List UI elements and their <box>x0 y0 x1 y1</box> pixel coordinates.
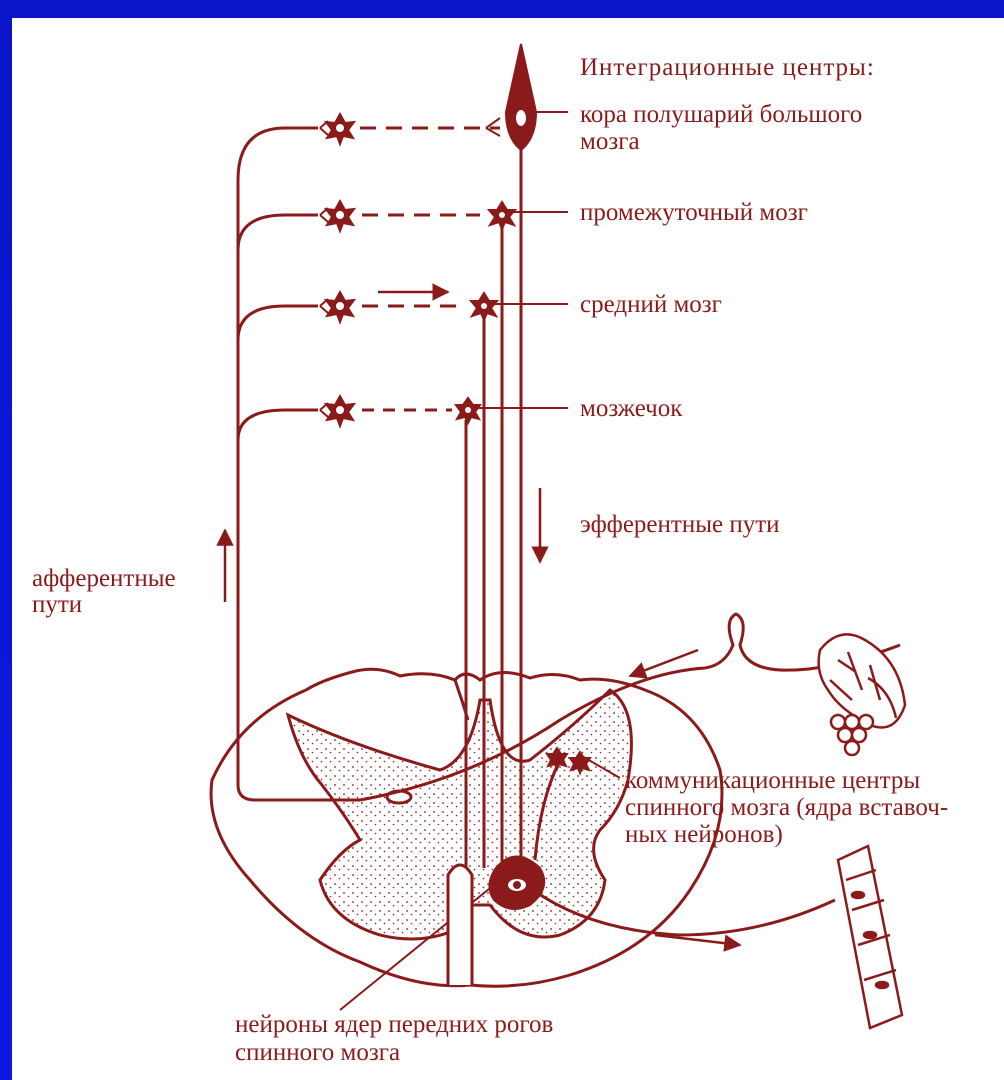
integration-neuron-midbrain <box>471 293 497 320</box>
relay-neuron-cortex <box>320 114 354 144</box>
afferent-branch-diencephalon <box>238 215 318 250</box>
relay-neuron-cerebellum <box>320 396 354 426</box>
label-cortex-line2: мозга <box>580 129 640 155</box>
arrow-sensory-in <box>630 650 698 676</box>
label-cortex-line1: кора полушарий большого <box>580 102 862 128</box>
afferent-branch-midbrain <box>238 306 318 340</box>
relay-neuron-diencephalon <box>320 201 354 231</box>
afferent-branch-cerebellum <box>238 410 318 440</box>
label-cerebellum: мозжечок <box>580 396 682 422</box>
label-communication-line3: ных нейронов) <box>625 822 783 848</box>
label-efferent-paths: эфферентные пути <box>580 512 780 538</box>
label-afferent-line2: пути <box>32 592 82 618</box>
muscle-organ <box>838 846 902 1028</box>
afferent-trunk-line <box>238 180 360 800</box>
afferent-branch-cortex <box>238 128 318 180</box>
anterior-median-fissure <box>448 865 472 985</box>
integration-centers-title: Интеграционные центры: <box>580 55 875 81</box>
relay-neuron-midbrain <box>320 292 354 322</box>
integration-neuron-cerebellum <box>456 398 480 423</box>
label-diencephalon: промежуточный мозг <box>580 200 808 226</box>
label-communication-line2: спинного мозга (ядра вставоч- <box>625 795 948 821</box>
pyramidal-neuron-cortex <box>486 44 536 150</box>
label-midbrain: средний мозг <box>580 292 722 318</box>
gland-organ <box>819 634 905 755</box>
arrow-motor-out <box>655 935 740 945</box>
label-communication-line1: коммуникационные центры <box>625 768 920 794</box>
label-anterior-horn-line2: спинного мозга <box>235 1040 400 1066</box>
label-afferent-line1: афферентные <box>32 566 176 592</box>
label-anterior-horn-line1: нейроны ядер передних рогов <box>235 1012 553 1038</box>
integration-neuron-diencephalon <box>489 202 515 229</box>
